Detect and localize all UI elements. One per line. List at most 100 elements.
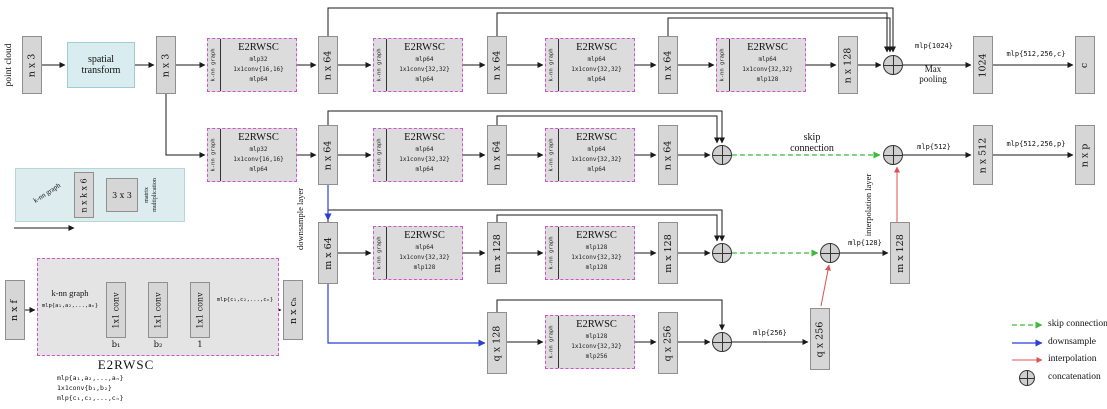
mlp256-label: mlp{256}	[753, 329, 787, 337]
dim-n64: n x 64	[487, 36, 507, 94]
e2rwsc-detail-title: E2RWSC	[97, 357, 155, 372]
dim-n64: n x 64	[487, 125, 507, 185]
matrix-3x3-box: 3 x 3	[106, 178, 138, 212]
legend-skip-connection: skip connection	[1048, 319, 1107, 329]
knn-graph-strip: k-nn graph	[546, 316, 559, 368]
block-title: E2RWSC	[576, 132, 617, 143]
dim-nxch-output: n x cₕ	[283, 280, 303, 340]
dim-m128-fused: m x 128	[890, 222, 910, 284]
dim-c-output: c	[1075, 36, 1095, 94]
dim-n3-input: n x 3	[22, 36, 42, 94]
dim-n512: n x 512	[973, 125, 993, 185]
block-title: E2RWSC	[404, 132, 445, 143]
mlp128-label: mlp{128}	[848, 239, 882, 247]
spatial-transform-detail-panel	[15, 168, 185, 222]
dim-nxk6: n x k x 6	[74, 172, 94, 218]
dim-nxf-input: n x f	[5, 280, 25, 340]
dim-q128: q x 128	[487, 312, 507, 374]
dim-n64: n x 64	[318, 36, 338, 94]
block-title: E2RWSC	[576, 319, 617, 330]
legend-interpolation: interpolation	[1048, 354, 1097, 364]
legend-downsample: downsample	[1048, 337, 1097, 347]
concatenation-node	[883, 55, 903, 75]
concatenation-legend-icon	[1019, 370, 1035, 386]
conv1x1-box: 1x1 conv	[190, 282, 210, 338]
dim-1024-global: 1024	[973, 36, 993, 94]
dim-m64: m x 64	[318, 222, 338, 284]
knn-graph-strip: k-nn graph	[208, 39, 221, 91]
block-title: E2RWSC	[238, 42, 279, 53]
max-pooling-label: Max pooling	[919, 64, 947, 84]
dim-n64: n x 64	[658, 125, 678, 185]
spatial-transform-box: spatial transform	[67, 42, 135, 88]
dim-n64: n x 64	[318, 125, 338, 185]
legend-concatenation: concatenation	[1048, 372, 1101, 382]
dim-n128: n x 128	[838, 36, 858, 94]
mlp-a-label: mlp{a₁,a₂,...,aₙ}	[41, 303, 99, 309]
e2rwsc-formula-line: mlp{a₁,a₂,...,aₙ}	[57, 374, 124, 382]
knn-graph-strip: k-nn graph	[717, 39, 730, 91]
dim-q256: q x 256	[658, 312, 678, 374]
dim-m128: m x 128	[658, 222, 678, 284]
block-title: E2RWSC	[576, 230, 617, 241]
skip-connection-arrows	[732, 151, 1043, 329]
interpolation-layer-label: interpolation layer	[863, 173, 873, 237]
concatenation-node	[883, 145, 903, 165]
downsample-layer-label: downsample layer	[295, 187, 305, 251]
dim-m128: m x 128	[487, 222, 507, 284]
block-title: E2RWSC	[747, 42, 788, 53]
block-title: E2RWSC	[576, 42, 617, 53]
conv1x1-box: 1x1 conv	[106, 282, 126, 338]
dim-np-output: n x p	[1075, 125, 1095, 185]
block-title: E2RWSC	[404, 42, 445, 53]
point-cloud-label: point cloud	[4, 43, 14, 87]
knn-graph-strip: k-nn graph	[546, 39, 559, 91]
concatenation-node	[820, 243, 840, 263]
mlp-head-p-label: mlp{512,256,p}	[1006, 140, 1066, 148]
concatenation-node	[712, 145, 732, 165]
downsample-arrows	[324, 185, 1043, 347]
knn-graph-strip: k-nn graph	[374, 227, 387, 279]
skip-connection-label: skip connection	[790, 132, 834, 154]
e2rwsc-formula-line: mlp{c₁,c₂,...,cₙ}	[57, 394, 124, 402]
concatenation-node	[712, 243, 732, 263]
knn-graph-strip: k-nn graph	[374, 39, 387, 91]
knn-graph-strip: k-nn graph	[374, 129, 387, 181]
dim-q256-fused: q x 256	[810, 308, 830, 370]
conv1x1-box: 1x1 conv	[148, 282, 168, 338]
matrix-multiplication-label: matrix multiplication	[144, 178, 158, 212]
conv-b1-label: b₁	[111, 340, 121, 350]
conv-b2-label: b₂	[153, 340, 163, 350]
mlp1024-label: mlp{1024}	[915, 42, 953, 50]
block-title: E2RWSC	[238, 132, 279, 143]
black-connectors	[14, 7, 1074, 345]
mlp512-label: mlp{512}	[917, 143, 951, 151]
mlp-head-c-label: mlp{512,256,c}	[1006, 50, 1066, 58]
e2rwsc-formula-line: 1x1conv{b₁,b₂}	[57, 384, 112, 392]
dim-n64: n x 64	[658, 36, 678, 94]
concatenation-node	[712, 332, 732, 352]
knn-graph-strip: k-nn graph	[546, 129, 559, 181]
interpolation-arrows	[820, 166, 1043, 363]
